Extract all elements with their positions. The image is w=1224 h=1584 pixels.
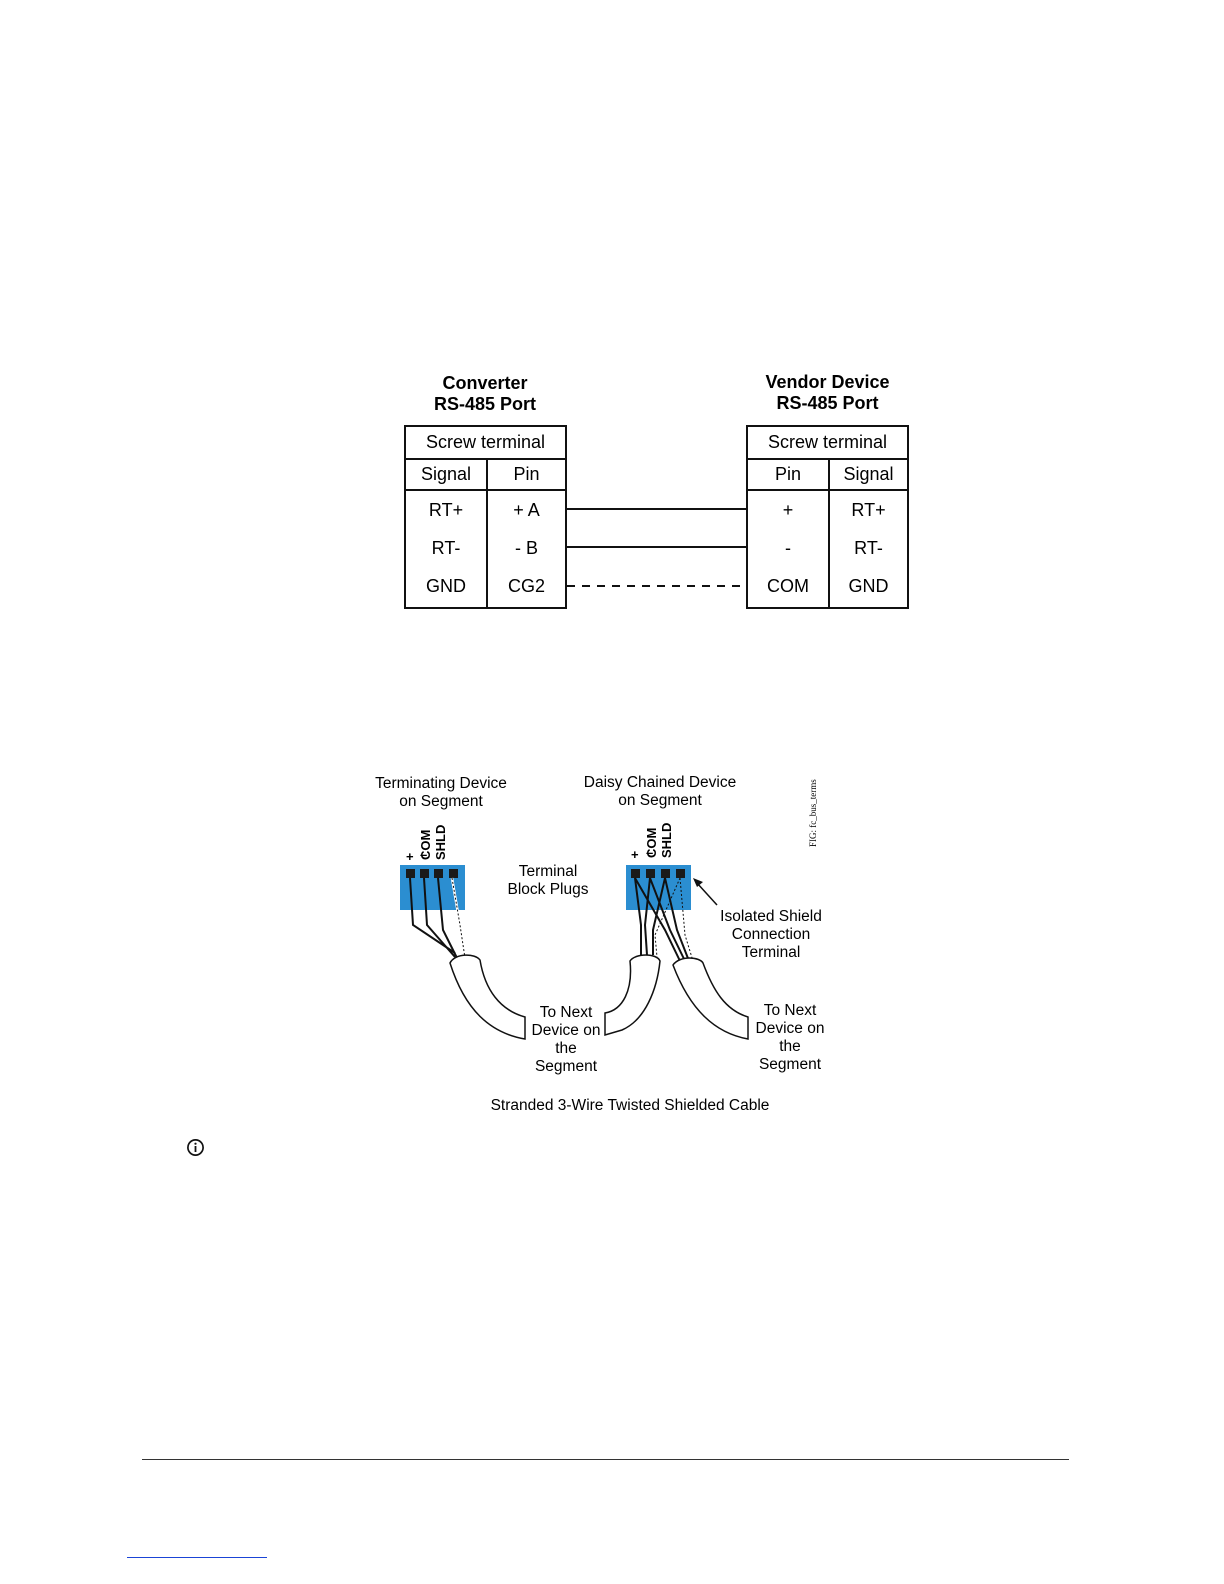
vendor-signal: RT+ [851, 500, 886, 520]
footer-divider [142, 1459, 1069, 1460]
vendor-col-pin: Pin [746, 458, 830, 491]
vendor-signal: RT- [854, 538, 883, 558]
pin-label-minus: – [646, 845, 654, 860]
pin-label-shld: SHLD [659, 822, 674, 858]
terminal-block-plugs-label: Terminal Block Plugs [507, 863, 589, 898]
cable-termination-figure: Terminating Device on Segment Daisy Chai… [365, 765, 840, 1120]
footer-link-underline [127, 1557, 267, 1558]
to-next-device-label: To Next Device on the Segment [755, 1002, 825, 1073]
to-next-device-label: To Next Device on the Segment [531, 1004, 601, 1075]
wires-left [409, 877, 467, 961]
converter-pin: + A [513, 500, 540, 520]
vendor-title: Vendor Device RS-485 Port [765, 372, 890, 413]
daisy-chained-device-label: Daisy Chained Device on Segment [583, 774, 737, 809]
converter-col-signal: Signal [404, 458, 488, 491]
cable-sheath-right-b [672, 957, 749, 1040]
vendor-pin-cell: + - COM [746, 489, 830, 609]
converter-signal: RT- [431, 538, 461, 558]
info-icon [187, 1139, 204, 1156]
isolated-shield-label: Isolated Shield Connection Terminal [720, 908, 822, 961]
terminal-screws-left [406, 869, 458, 878]
pin-label-com: COM [418, 829, 433, 860]
wires-right [634, 877, 694, 962]
pin-label-plus: + [631, 847, 639, 862]
pin-label-plus: + [406, 849, 414, 864]
terminating-device-label: Terminating Device on Segment [375, 775, 507, 810]
cable-sheath-left [449, 954, 526, 1040]
vendor-pin: - [785, 538, 791, 558]
converter-pin: - B [514, 538, 538, 558]
converter-pin-cell: + A - B CG2 [486, 489, 567, 609]
figure-caption: Stranded 3-Wire Twisted Shielded Cable [490, 1097, 770, 1114]
converter-signal-cell: RT+ RT- GND [404, 489, 488, 609]
vendor-signal: GND [848, 576, 889, 596]
converter-pin: CG2 [507, 576, 545, 596]
vendor-pin: + [782, 500, 794, 520]
vendor-terminal-table: Screw terminal Pin Signal + - COM RT+ RT… [746, 425, 909, 609]
converter-terminal-table: Screw terminal Signal Pin RT+ RT- GND + … [404, 425, 567, 609]
terminal-screws-right [631, 869, 685, 878]
connection-wires [567, 508, 746, 587]
vendor-pin: COM [767, 576, 809, 596]
converter-signal: RT+ [428, 500, 464, 520]
vendor-signal-cell: RT+ RT- GND [828, 489, 909, 609]
pin-label-minus: – [420, 847, 428, 862]
converter-title: Converter RS-485 Port [433, 373, 537, 414]
vendor-caption: Screw terminal [746, 425, 909, 460]
rs485-wiring-diagram: Converter RS-485 Port Vendor Device RS-4… [395, 360, 920, 620]
vendor-col-signal: Signal [828, 458, 909, 491]
cable-sheath-right-a [604, 954, 661, 1037]
converter-signal: GND [426, 576, 466, 596]
figure-id: FIG: fc_bus_terms [808, 779, 818, 847]
pin-label-com: COM [644, 827, 659, 858]
cable-drawing [400, 865, 749, 1040]
pin-label-shld: SHLD [433, 824, 448, 860]
converter-col-pin: Pin [486, 458, 567, 491]
converter-caption: Screw terminal [404, 425, 567, 460]
isolated-shield-arrow [696, 882, 718, 906]
